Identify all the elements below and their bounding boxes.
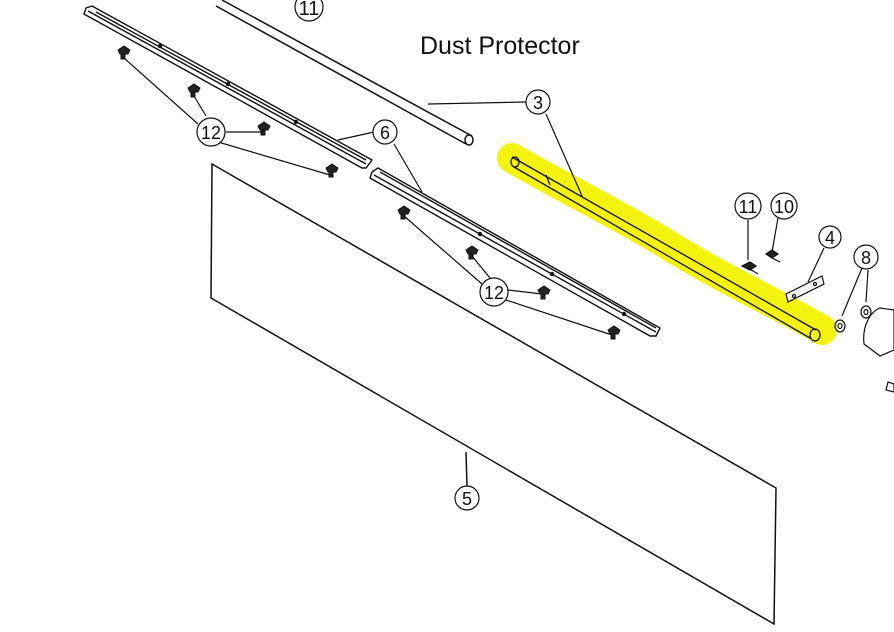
leaders-3 (427, 101, 583, 197)
callout-12-mid-label: 12 (484, 283, 504, 303)
callout-12-left-label: 12 (201, 123, 221, 143)
strip-part-6-left (83, 5, 374, 169)
callout-11-top: 11 (294, 0, 324, 22)
callout-6-label: 6 (380, 123, 390, 143)
callout-3-label: 3 (533, 93, 543, 113)
callout-8: 8 (853, 244, 879, 270)
callout-10-label: 10 (774, 197, 794, 217)
strip-part-6-right (369, 167, 661, 337)
callout-5-label: 5 (462, 489, 472, 509)
leaders-6 (337, 131, 423, 193)
leaders-12-mid (403, 215, 613, 336)
callout-4: 4 (818, 225, 842, 249)
screws-part-12-left (117, 45, 339, 178)
callout-11-right: 11 (734, 192, 762, 220)
panel-part-5 (210, 162, 777, 626)
callout-8-label: 8 (861, 248, 871, 268)
screws-part-12-right (397, 205, 621, 340)
callout-11-right-label: 11 (739, 197, 758, 217)
diagram-title: Dust Protector (420, 32, 580, 60)
leaders-12-left (123, 57, 331, 176)
rod-part-3-highlighted (510, 156, 821, 342)
small-hardware (740, 217, 894, 393)
callout-10: 10 (770, 192, 798, 220)
callout-11-top-label: 11 (299, 0, 320, 20)
callout-12-left: 12 (196, 117, 226, 147)
callout-3: 3 (525, 89, 551, 115)
callout-12-mid: 12 (479, 277, 509, 307)
callout-5: 5 (454, 485, 480, 511)
callout-4-label: 4 (825, 228, 835, 248)
callout-6: 6 (372, 119, 398, 145)
rod-part-11-top (215, 0, 474, 146)
